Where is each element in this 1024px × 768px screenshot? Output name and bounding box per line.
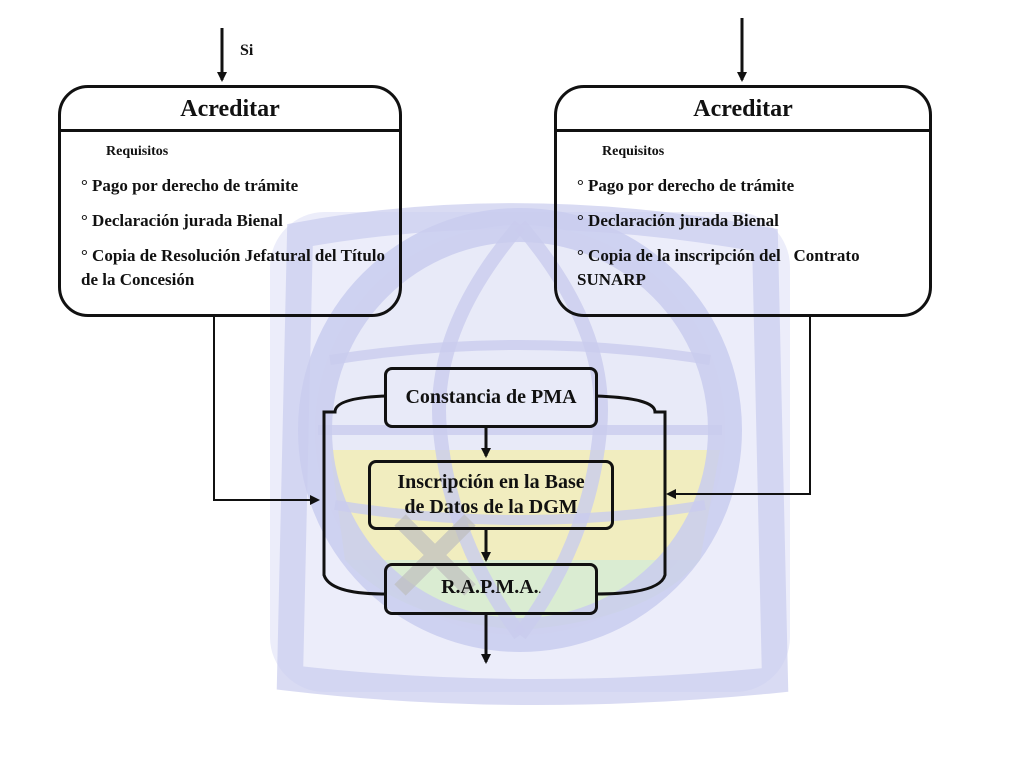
right-card-title: Acreditar	[557, 88, 929, 132]
rapma-node: R.A.P.M.A..	[384, 563, 598, 615]
rapma-suffix: .	[538, 585, 541, 595]
list-item: ° Copia de Resolución Jefatural del Títu…	[81, 246, 385, 289]
constancia-pma-label: Constancia de PMA	[405, 386, 577, 408]
list-item: ° Pago por derecho de trámite	[577, 176, 795, 195]
inscripcion-dgm-text: Inscripción en la Base de Datos de la DG…	[397, 470, 584, 520]
process-bracket	[322, 394, 386, 596]
left-card-requirements-list: ° Pago por derecho de trámite ° Declarac…	[81, 174, 399, 292]
list-item: ° Declaración jurada Bienal	[577, 211, 779, 230]
arrow-left-card-to-process	[213, 316, 320, 505]
left-card-title: Acreditar	[61, 88, 399, 132]
list-item: ° Copia de la inscripción del Contrato S…	[577, 246, 864, 289]
right-card-requirements-list: ° Pago por derecho de trámite ° Declarac…	[577, 174, 929, 292]
list-item: ° Declaración jurada Bienal	[81, 211, 283, 230]
decision-yes-label: Si	[240, 42, 254, 59]
right-card-subtitle: Requisitos	[602, 144, 665, 159]
rapma-text: R.A.P.M.A..	[441, 575, 541, 603]
constancia-pma-node: Constancia de PMA	[384, 367, 598, 428]
rapma-label: R.A.P.M.A.	[441, 576, 539, 598]
left-card-subtitle: Requisitos	[106, 144, 169, 159]
left-requirements-card: Acreditar Requisitos ° Pago por derecho …	[58, 85, 402, 317]
inscripcion-line-2: de Datos de la DGM	[404, 496, 578, 518]
arrow-right-card-to-process	[666, 316, 811, 499]
inscripcion-line-1: Inscripción en la Base	[397, 471, 585, 493]
right-requirements-card: Acreditar Requisitos ° Pago por derecho …	[554, 85, 932, 317]
list-item: ° Pago por derecho de trámite	[81, 176, 299, 195]
process-bracket-right	[595, 394, 667, 596]
inscripcion-dgm-node: Inscripción en la Base de Datos de la DG…	[368, 460, 614, 530]
